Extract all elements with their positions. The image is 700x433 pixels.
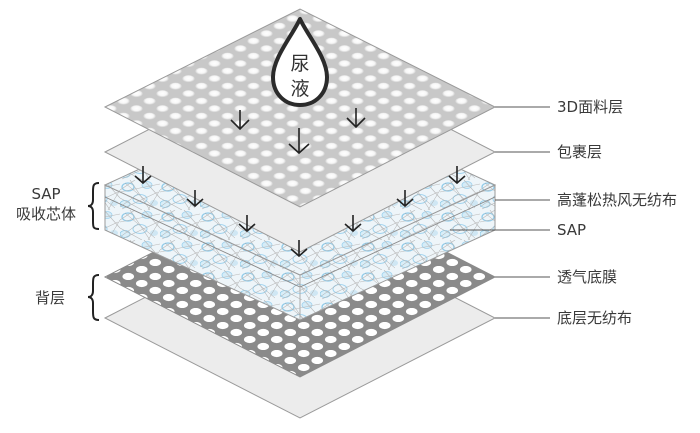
arrow-down-icon: [396, 190, 414, 208]
arrow-down-icon: [134, 166, 152, 185]
core-group-brace: [87, 182, 100, 230]
label-back-nonwoven: 底层无纺布: [557, 309, 632, 327]
drop-label-line1: 尿: [290, 53, 309, 75]
arrow-down-icon: [238, 215, 256, 233]
drop-icon: [271, 17, 329, 107]
label-core-group-line1: SAP: [31, 185, 60, 203]
label-top-sheet: 3D面料层: [557, 98, 623, 116]
flow-arrows: [134, 108, 466, 258]
label-breathable-film: 透气底膜: [557, 268, 617, 286]
drop-label-line2: 液: [290, 78, 309, 100]
arrow-down-icon: [288, 128, 310, 155]
label-wrap-layer: 包裹层: [557, 143, 602, 161]
label-back-group: 背层: [35, 289, 65, 307]
arrow-down-icon: [230, 110, 250, 131]
label-adl-layer: 高蓬松热风无纺布: [557, 191, 677, 209]
arrow-down-icon: [186, 190, 204, 208]
label-core-group-line2: 吸收芯体: [16, 205, 76, 223]
arrow-down-icon: [346, 108, 366, 129]
urine-drop: 尿 液: [271, 17, 329, 107]
label-sap-layer: SAP: [557, 221, 586, 239]
arrow-down-icon: [344, 215, 362, 233]
back-group-brace: [87, 274, 100, 321]
arrow-down-icon: [448, 166, 466, 185]
leader-lines: [450, 106, 550, 319]
arrow-down-icon: [290, 240, 308, 258]
